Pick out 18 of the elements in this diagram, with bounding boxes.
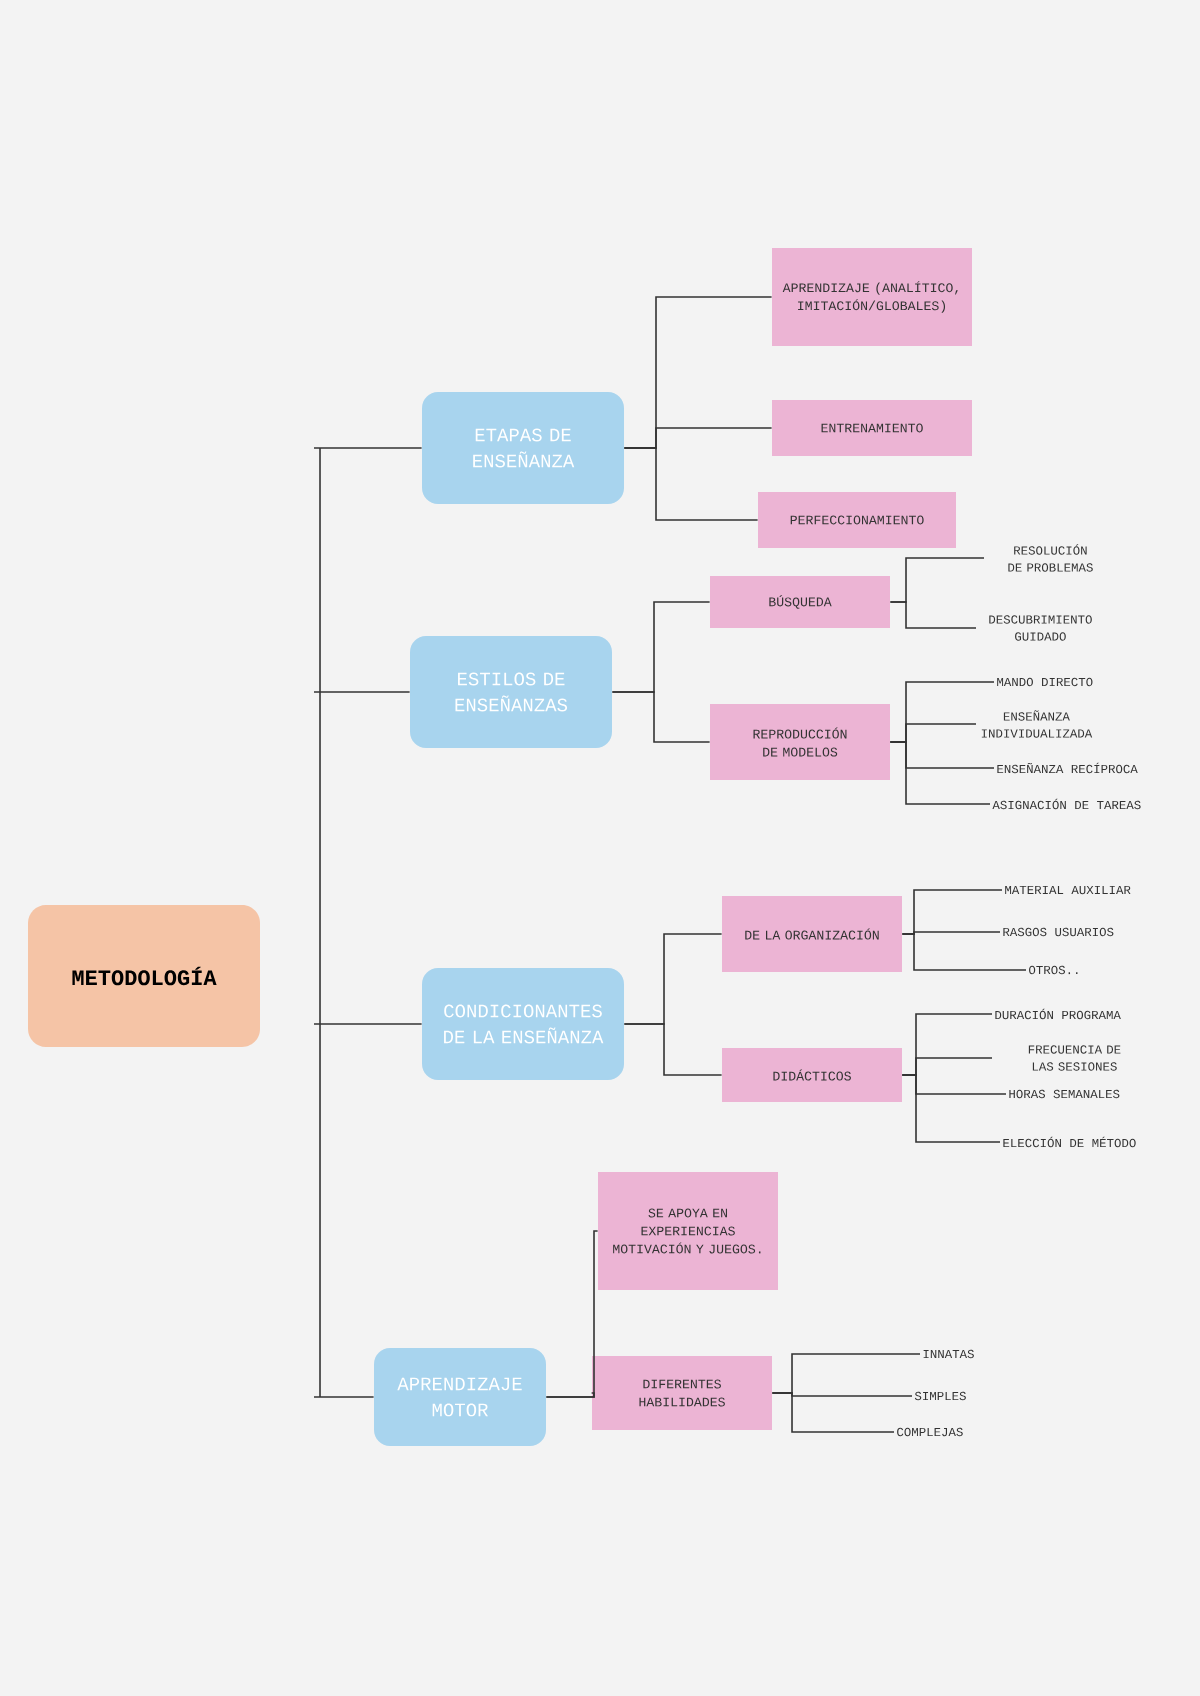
topic-box: METODOLOGÍA xyxy=(28,905,260,1047)
connector-line xyxy=(623,1023,723,1076)
connector-line xyxy=(313,691,411,693)
connector-line xyxy=(313,447,423,449)
connector-line xyxy=(623,447,759,521)
connector-line xyxy=(889,601,977,629)
connector-line xyxy=(889,741,991,805)
connector-line xyxy=(901,1074,1001,1143)
connector-line xyxy=(313,1023,423,1025)
connector-line xyxy=(611,691,711,743)
connector-line xyxy=(901,933,1027,971)
connector-line xyxy=(545,1392,595,1398)
connector-line xyxy=(771,1392,895,1433)
connector-line xyxy=(313,1396,375,1398)
topic-box: APRENDIZAJE MOTOR xyxy=(374,1348,546,1446)
topic-box: ETAPAS DE ENSEÑANZA xyxy=(422,392,624,504)
topic-box: CONDICIONANTES DE LA ENSEÑANZA xyxy=(422,968,624,1080)
topic-box: ESTILOS DE ENSEÑANZAS xyxy=(410,636,612,748)
